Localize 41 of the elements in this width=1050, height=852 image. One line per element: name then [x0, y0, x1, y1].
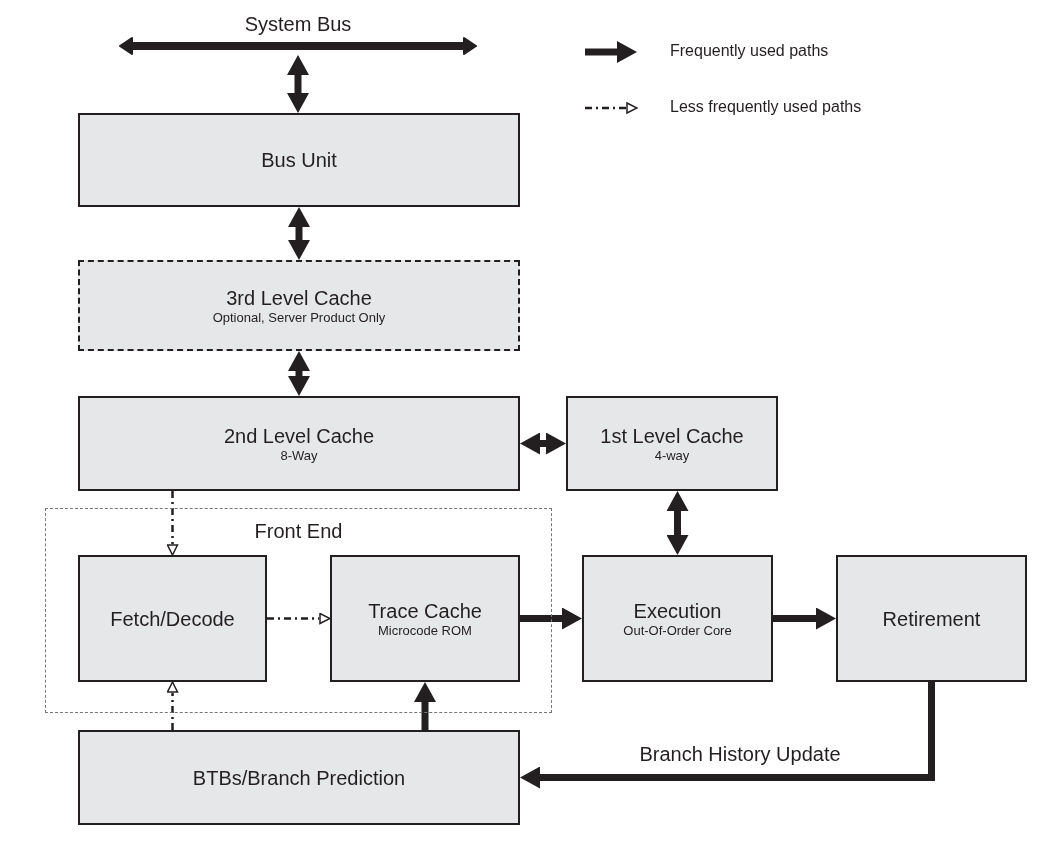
arrow — [414, 682, 436, 730]
front-end-group — [45, 508, 552, 713]
double-arrow — [666, 491, 689, 555]
block-subtitle: Microcode ROM — [378, 622, 472, 639]
legend-label: Frequently used paths — [670, 42, 829, 60]
block — [582, 555, 773, 682]
block — [836, 555, 1027, 682]
double-arrow — [287, 55, 309, 113]
dashed-block — [78, 260, 520, 351]
block — [566, 396, 778, 491]
block-title: 2nd Level Cache — [223, 423, 375, 448]
block-title: Bus Unit — [261, 148, 337, 172]
block-title: Fetch/Decode — [110, 606, 235, 631]
block — [78, 555, 267, 682]
block-subtitle: Out-Of-Order Core — [623, 622, 732, 639]
double-arrow — [520, 432, 566, 455]
double-arrow — [288, 207, 310, 260]
block — [330, 555, 520, 682]
block-title: Retirement — [882, 606, 981, 631]
arrow — [520, 607, 582, 630]
block-subtitle: 8-Way — [280, 447, 318, 464]
arrow — [520, 682, 935, 789]
block-subtitle: 4-way — [654, 447, 690, 464]
block — [78, 396, 520, 491]
block — [78, 113, 520, 207]
double-arrow — [288, 351, 310, 396]
bus-label: System Bus — [244, 13, 352, 35]
block-title: Execution — [633, 598, 722, 623]
system-bus-line — [118, 37, 478, 55]
dashed-arrow — [166, 681, 179, 730]
block-subtitle: Optional, Server Product Only — [212, 309, 386, 326]
dashed-arrow — [166, 491, 179, 556]
block — [78, 730, 520, 825]
block-title: BTBs/Branch Prediction — [192, 765, 406, 790]
legend-label: Less frequently used paths — [670, 98, 862, 116]
group-title: Front End — [254, 519, 343, 543]
dashed-arrow — [267, 612, 331, 625]
block-title: 1st Level Cache — [600, 423, 744, 448]
block-title: Trace Cache — [368, 598, 482, 623]
arrow — [773, 607, 836, 630]
block-title: 3rd Level Cache — [226, 285, 372, 310]
